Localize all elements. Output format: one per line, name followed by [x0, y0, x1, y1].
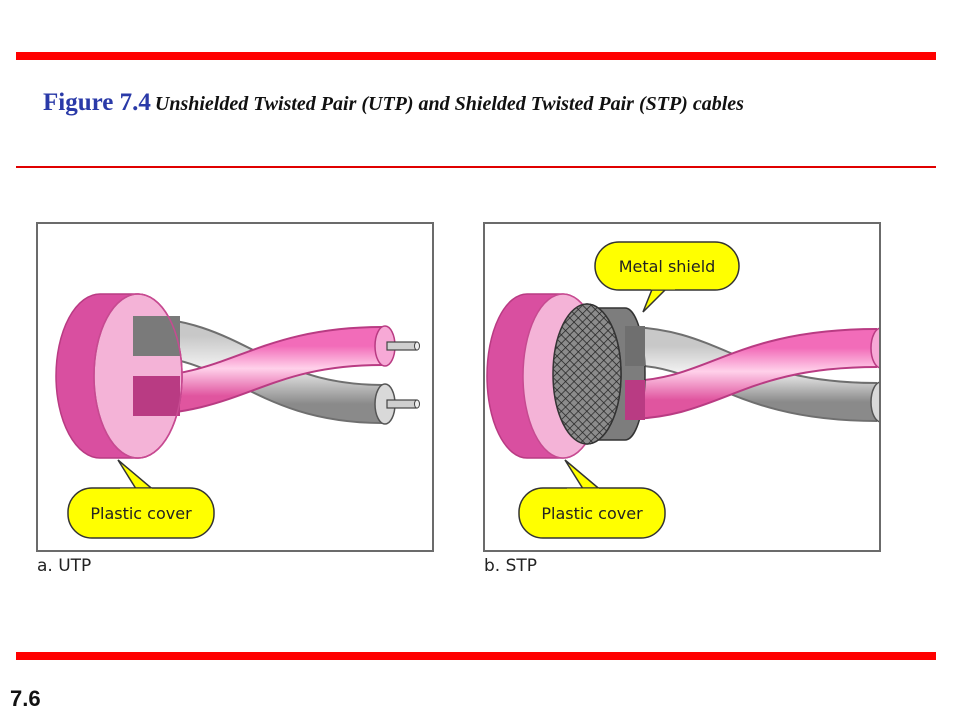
stp-panel: Metal shield Plastic cover — [483, 222, 881, 552]
metal-shield-callout-text: Metal shield — [619, 257, 716, 276]
gray-wire-end — [870, 381, 879, 423]
bottom-accent-bar — [16, 652, 936, 660]
figure-caption: Unshielded Twisted Pair (UTP) and Shield… — [154, 93, 744, 115]
plastic-cover-callout-text: Plastic cover — [90, 504, 192, 523]
stp-cable-illustration: Metal shield Plastic cover — [486, 241, 879, 539]
stp-label: b. STP — [484, 556, 538, 576]
plastic-cover-callout — [67, 487, 215, 539]
top-accent-bar — [16, 52, 936, 60]
plastic-cover-callout — [518, 487, 666, 539]
utp-label: a. UTP — [37, 556, 92, 576]
figure-title: Figure 7.4 Unshielded Twisted Pair (UTP)… — [43, 88, 903, 118]
pink-wire — [624, 330, 878, 418]
utp-cable-illustration: Plastic cover — [55, 293, 420, 539]
gray-conductor — [386, 399, 418, 409]
utp-panel: Plastic cover — [36, 222, 434, 552]
pink-conductor — [386, 341, 418, 351]
figure-number: Figure 7.4 — [43, 89, 151, 116]
plastic-cover-callout-text: Plastic cover — [541, 504, 643, 523]
pink-wire-end — [870, 327, 879, 369]
page-number: 7.6 — [10, 686, 41, 711]
callout-pointer — [117, 459, 159, 493]
metal-shield-callout — [594, 241, 740, 291]
title-divider — [16, 166, 936, 168]
